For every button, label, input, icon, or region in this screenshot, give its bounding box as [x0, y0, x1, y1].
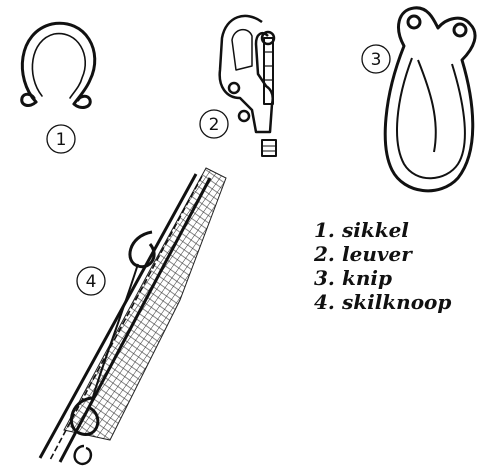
- legend-item: 2.leuver: [314, 242, 451, 266]
- legend-item: 4.skilknoop: [314, 290, 451, 314]
- ring-hook-icon: [22, 23, 95, 107]
- legend-number: 2.: [314, 242, 342, 266]
- callout-3: 3: [362, 45, 390, 73]
- callout-3-label: 3: [371, 50, 382, 70]
- legend-item: 3.knip: [314, 266, 451, 290]
- legend-label: leuver: [342, 242, 412, 266]
- callout-1: 1: [47, 125, 75, 153]
- legend-item: 1.sikkel: [314, 218, 451, 242]
- legend-number: 4.: [314, 290, 342, 314]
- callout-4-label: 4: [86, 272, 97, 292]
- rope-splice-knot-icon: [40, 168, 226, 464]
- callout-1-label: 1: [56, 130, 67, 150]
- carabiner-hook-icon: [385, 8, 475, 191]
- snap-shackle-icon: [220, 16, 276, 156]
- legend-number: 1.: [314, 218, 342, 242]
- legend-label: knip: [342, 266, 392, 290]
- legend-label: skilknoop: [342, 290, 451, 314]
- callout-4: 4: [77, 267, 105, 295]
- callout-2-label: 2: [209, 115, 220, 135]
- legend-label: sikkel: [342, 218, 409, 242]
- legend-number: 3.: [314, 266, 342, 290]
- legend-list: 1.sikkel 2.leuver 3.knip 4.skilknoop: [314, 218, 451, 314]
- callout-2: 2: [200, 110, 228, 138]
